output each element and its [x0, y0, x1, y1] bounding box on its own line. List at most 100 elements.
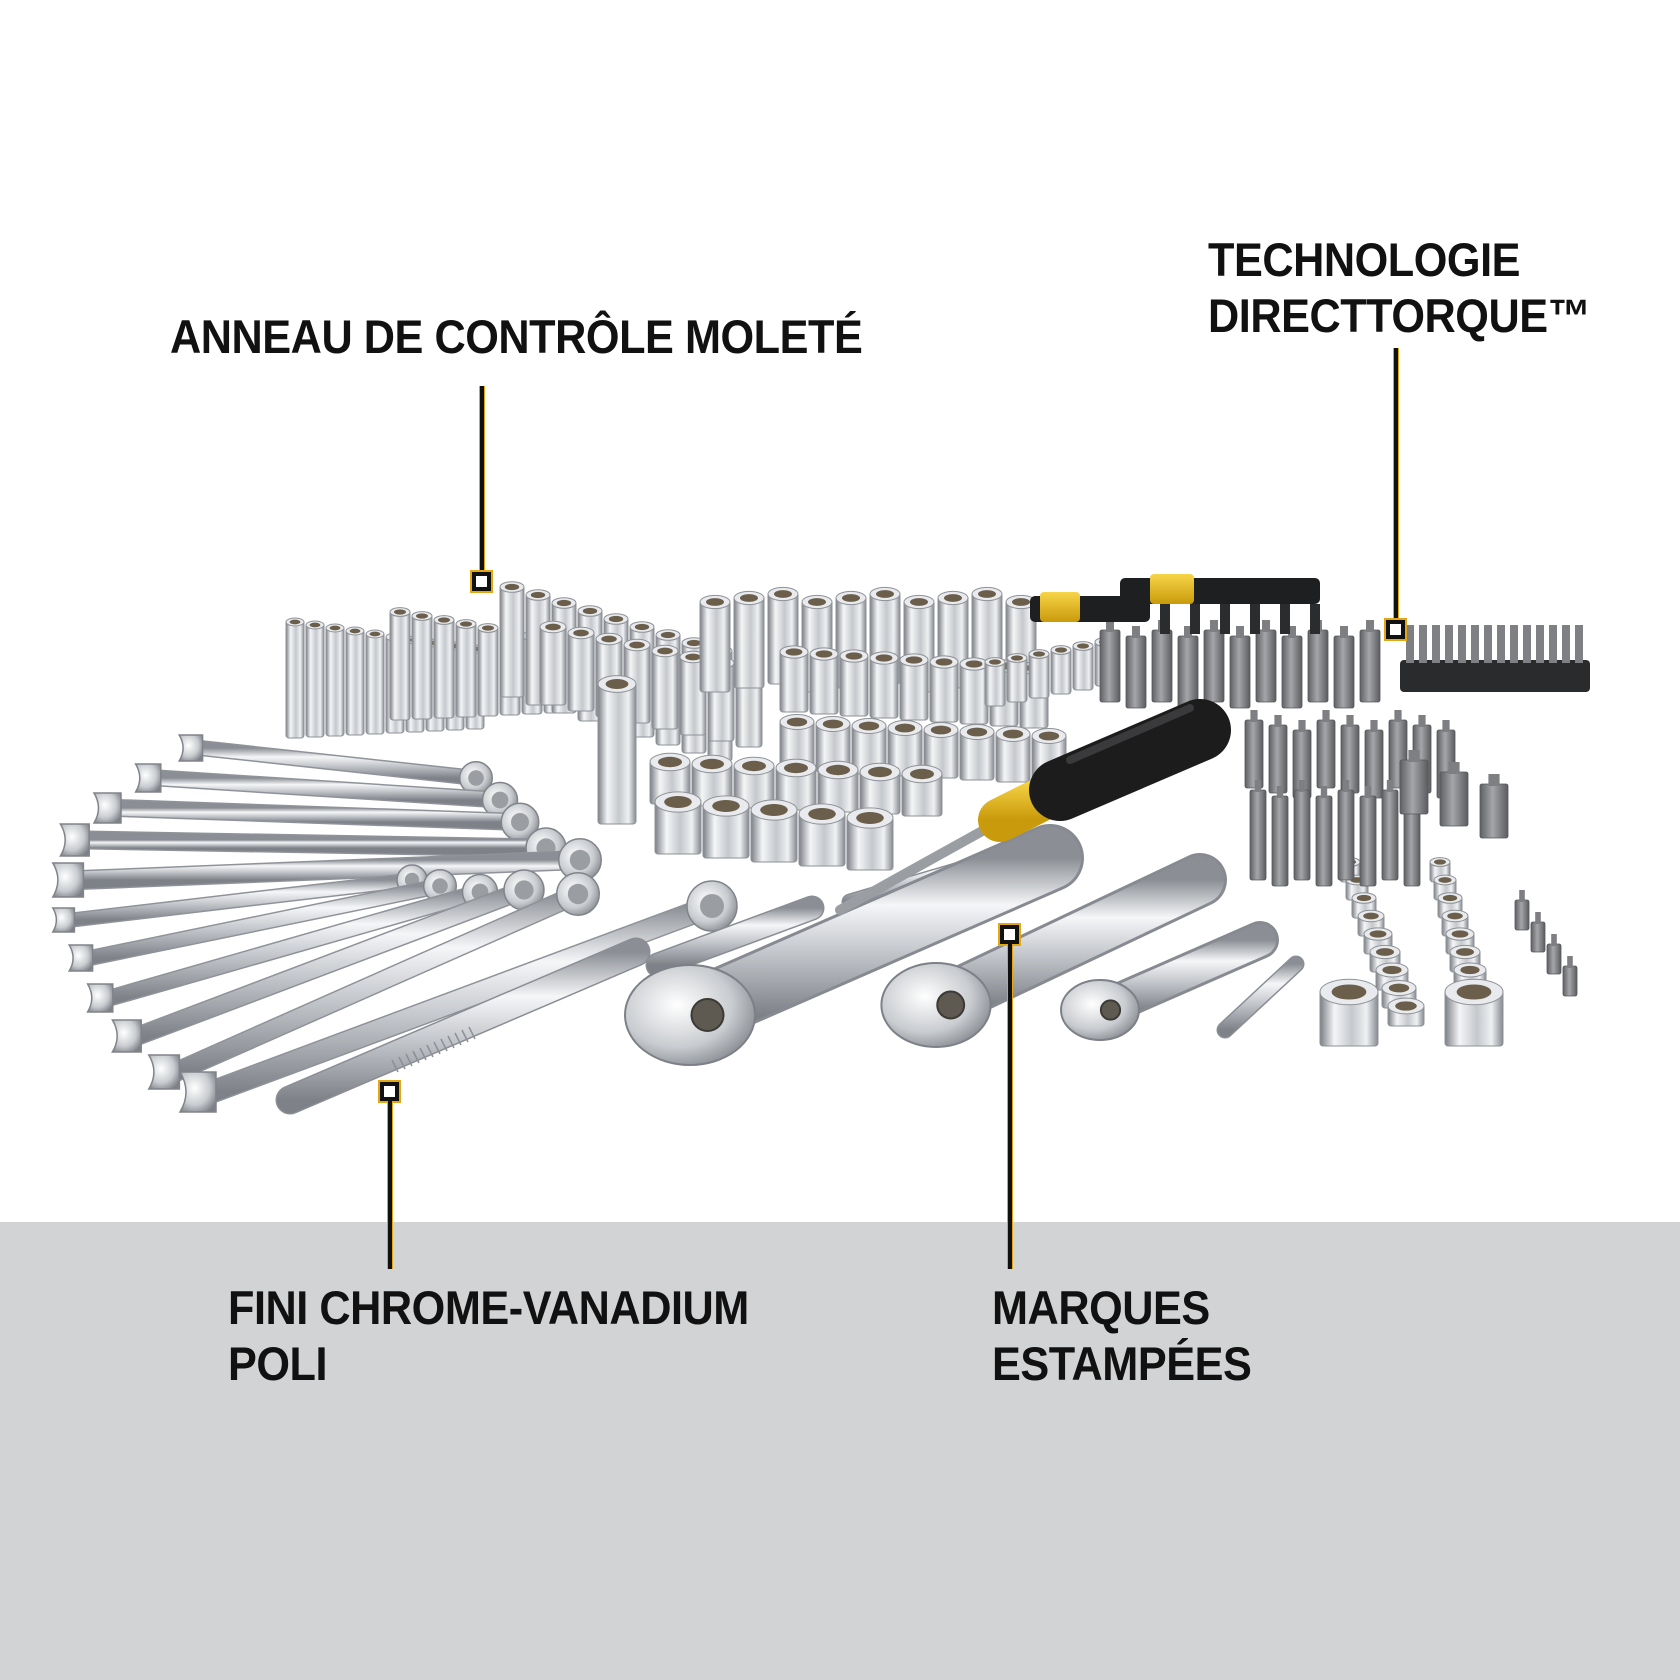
- torx-bit: [1562, 956, 1578, 997]
- socket: [699, 594, 731, 693]
- socket: [733, 590, 765, 689]
- hex-bit: [1203, 620, 1225, 703]
- combination-wrench: [51, 864, 428, 933]
- combination-wrench: [147, 872, 600, 1090]
- deep-socket: [325, 623, 345, 737]
- callout-stamped-marks: MARQUES ESTAMPÉES: [992, 1280, 1252, 1392]
- extension-bar: [275, 937, 651, 1115]
- socket: [733, 756, 775, 809]
- deep-socket: [365, 629, 385, 735]
- torx-bit: [1546, 934, 1562, 975]
- socket: [779, 714, 815, 771]
- combination-wrench: [177, 734, 493, 795]
- socket: [775, 758, 817, 811]
- deep-socket: [389, 607, 411, 721]
- socket: [887, 720, 923, 777]
- callout-line: DIRECTTORQUE™: [1208, 289, 1591, 342]
- nut-driver: [1439, 762, 1469, 827]
- socket: [1006, 653, 1028, 703]
- callout-directtorque: TECHNOLOGIE DIRECTTORQUE™: [1208, 232, 1591, 344]
- socket: [929, 655, 959, 723]
- deep-socket: [499, 581, 525, 698]
- socket: [839, 649, 869, 717]
- hex-bit: [1271, 786, 1289, 887]
- socket: [750, 799, 798, 863]
- wrench-group: [51, 734, 738, 1113]
- socket: [654, 791, 702, 855]
- hex-bit: [1293, 780, 1311, 881]
- callout-chrome-finish: FINI CHROME-VANADIUM POLI: [228, 1280, 749, 1392]
- combination-wrench: [134, 763, 519, 819]
- hex-bit: [1125, 626, 1147, 709]
- hex-bit: [1229, 626, 1251, 709]
- hex-bit: [1333, 626, 1355, 709]
- large-deep-socket: [597, 675, 637, 825]
- hex-bit: [1316, 710, 1336, 789]
- socket: [859, 762, 901, 815]
- screwdriver: [835, 699, 1231, 915]
- knurled-grip: [391, 1026, 476, 1073]
- callout-line: TECHNOLOGIE: [1208, 233, 1521, 286]
- combination-wrench: [86, 873, 499, 1013]
- callout-line: ANNEAU DE CONTRÔLE MOLETÉ: [170, 310, 863, 363]
- small-socket: [1449, 944, 1481, 973]
- large-socket: [1319, 978, 1379, 1047]
- socket: [539, 620, 567, 706]
- combination-wrench: [51, 838, 602, 898]
- socket: [651, 644, 679, 730]
- deep-socket: [455, 619, 477, 718]
- deep-socket: [411, 611, 433, 720]
- hex-bit: [1381, 780, 1399, 881]
- hex-bit: [1359, 786, 1377, 887]
- callout-line: MARQUES: [992, 1281, 1210, 1334]
- deep-socket: [305, 620, 325, 738]
- hex-bit: [1337, 780, 1355, 881]
- ratchet-small: [1060, 921, 1279, 1041]
- extension-bar: [645, 895, 825, 978]
- callout-knurled-ring: ANNEAU DE CONTRÔLE MOLETÉ: [170, 309, 863, 365]
- hex-bit: [1292, 720, 1312, 799]
- socket: [899, 653, 929, 721]
- combination-wrench: [92, 792, 540, 842]
- socket: [846, 807, 894, 871]
- socket: [1028, 649, 1050, 699]
- callout-line: FINI CHROME-VANADIUM: [228, 1281, 749, 1334]
- socket: [817, 760, 859, 813]
- socket: [1050, 645, 1072, 695]
- small-socket: [1363, 927, 1393, 955]
- torx-bit: [1514, 890, 1530, 931]
- ratchet-group: [275, 699, 1305, 1115]
- hex-bit: [1255, 620, 1277, 703]
- deep-socket: [477, 623, 499, 717]
- socket: [869, 651, 899, 719]
- leader-line-knurled-ring: [480, 386, 484, 572]
- hex-bit: [1359, 620, 1381, 703]
- hex-bit: [1268, 715, 1288, 794]
- extension-bar: [1216, 955, 1305, 1039]
- hex-bit: [1177, 626, 1199, 709]
- socket-group: [285, 581, 1504, 1047]
- hex-bit: [1249, 780, 1267, 881]
- socket: [691, 754, 733, 807]
- marker-stamped-marks: [998, 923, 1021, 946]
- deep-socket: [433, 615, 455, 719]
- callout-line: POLI: [228, 1337, 328, 1390]
- socket: [959, 657, 989, 725]
- socket: [923, 722, 959, 779]
- combination-wrench: [178, 880, 738, 1113]
- deep-socket: [285, 617, 305, 739]
- socket: [1072, 641, 1094, 691]
- socket: [567, 626, 595, 712]
- small-socket: [1357, 909, 1385, 937]
- bit-strip: [1400, 625, 1590, 692]
- floor-background: [0, 1222, 1680, 1680]
- socket: [779, 645, 809, 713]
- callout-line: ESTAMPÉES: [992, 1337, 1252, 1390]
- hex-key-holder: [1030, 574, 1320, 634]
- torx-bit: [1530, 912, 1546, 953]
- nut-driver: [1479, 774, 1509, 839]
- marker-directtorque: [1384, 618, 1407, 641]
- large-socket: [1444, 978, 1504, 1047]
- hex-bit: [1099, 620, 1121, 703]
- bit-group: [1030, 574, 1590, 997]
